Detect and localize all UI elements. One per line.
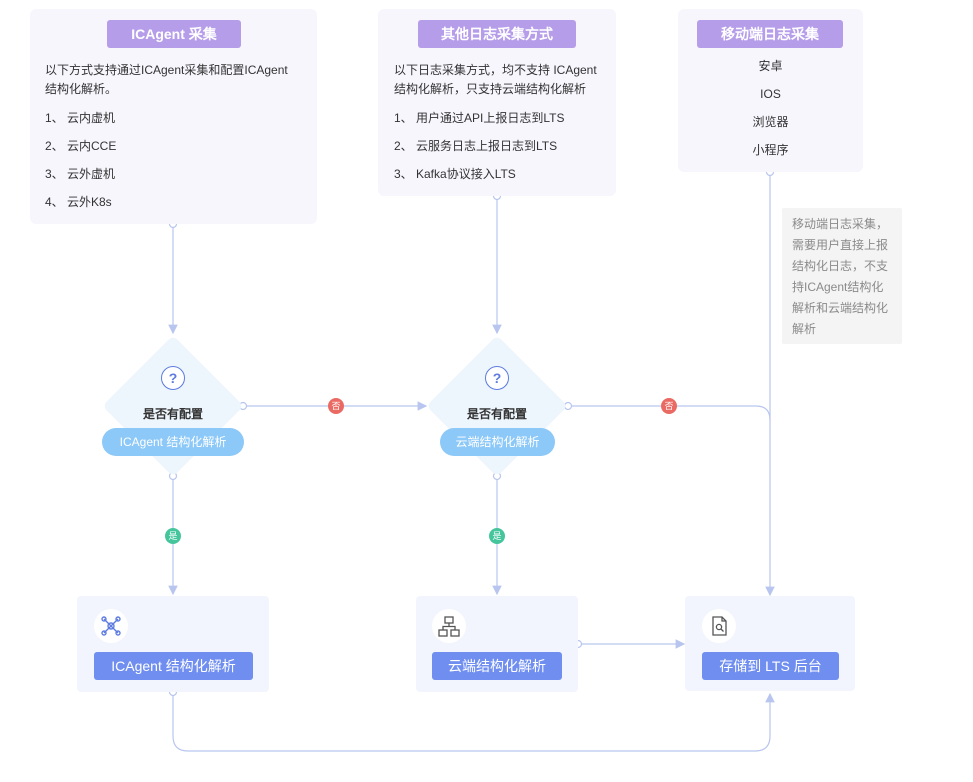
note-line: 结构化日志，不支 [792,259,889,273]
mobile-collection-title: 移动端日志采集 [697,20,843,48]
question-icon: ? [161,366,185,390]
network-icon [94,609,128,643]
mobile-item: 安卓 [758,59,783,73]
hierarchy-icon [432,609,466,643]
icagent-item: 1、 云内虚机 [45,111,116,125]
yes-badge: 是 [165,528,181,544]
note-line: 需要用户直接上报 [792,238,889,252]
mobile-note: 移动端日志采集， 需要用户直接上报 结构化日志，不支 持ICAgent结构化 解… [782,208,902,344]
mobile-item: 浏览器 [752,115,789,129]
cloud-parse-button[interactable]: 云端结构化解析 [432,652,562,680]
icagent-desc-line2: 结构化解析。 [45,82,118,96]
icagent-item: 3、 云外虚机 [45,167,116,181]
cloud-parse-node: 云端结构化解析 [416,596,578,692]
icagent-parse-button[interactable]: ICAgent 结构化解析 [94,652,253,680]
mobile-item: 小程序 [752,143,789,157]
icagent-item: 4、 云外K8s [45,195,112,209]
no-badge: 否 [328,398,344,414]
note-line: 解析 [792,322,817,336]
other-item: 1、 用户通过API上报日志到LTS [394,111,565,125]
note-line: 持ICAgent结构化 [792,280,884,294]
other-item: 2、 云服务日志上报日志到LTS [394,139,558,153]
other-desc-line1: 以下日志采集方式，均不支持 ICAgent [394,63,597,77]
note-line: 解析和云端结构化 [792,301,889,315]
document-search-icon [702,609,736,643]
yes-badge: 是 [489,528,505,544]
mobile-item: IOS [760,87,781,101]
icagent-collection-title: ICAgent 采集 [107,20,241,48]
mobile-collection-card: 移动端日志采集 安卓 IOS 浏览器 小程序 [678,9,863,172]
decision-1-question: 是否有配置 [142,407,203,421]
icagent-parse-node: ICAgent 结构化解析 [77,596,269,692]
icagent-item: 2、 云内CCE [45,139,117,153]
other-collection-card: 其他日志采集方式 以下日志采集方式，均不支持 ICAgent 结构化解析，只支持… [378,9,616,196]
other-desc-line2: 结构化解析，只支持云端结构化解析 [394,82,587,96]
decision-2-question: 是否有配置 [466,407,527,421]
question-icon: ? [485,366,509,390]
note-line: 移动端日志采集， [792,217,889,231]
other-item: 3、 Kafka协议接入LTS [394,167,516,181]
icagent-desc-line1: 以下方式支持通过ICAgent采集和配置ICAgent [45,63,288,77]
other-collection-title: 其他日志采集方式 [418,20,576,48]
decision-2-pill: 云端结构化解析 [440,428,555,456]
store-lts-button[interactable]: 存储到 LTS 后台 [702,652,839,680]
icagent-collection-card: ICAgent 采集 以下方式支持通过ICAgent采集和配置ICAgent 结… [30,9,317,224]
store-lts-node: 存储到 LTS 后台 [685,596,855,691]
decision-1-pill: ICAgent 结构化解析 [102,428,244,456]
no-badge: 否 [661,398,677,414]
